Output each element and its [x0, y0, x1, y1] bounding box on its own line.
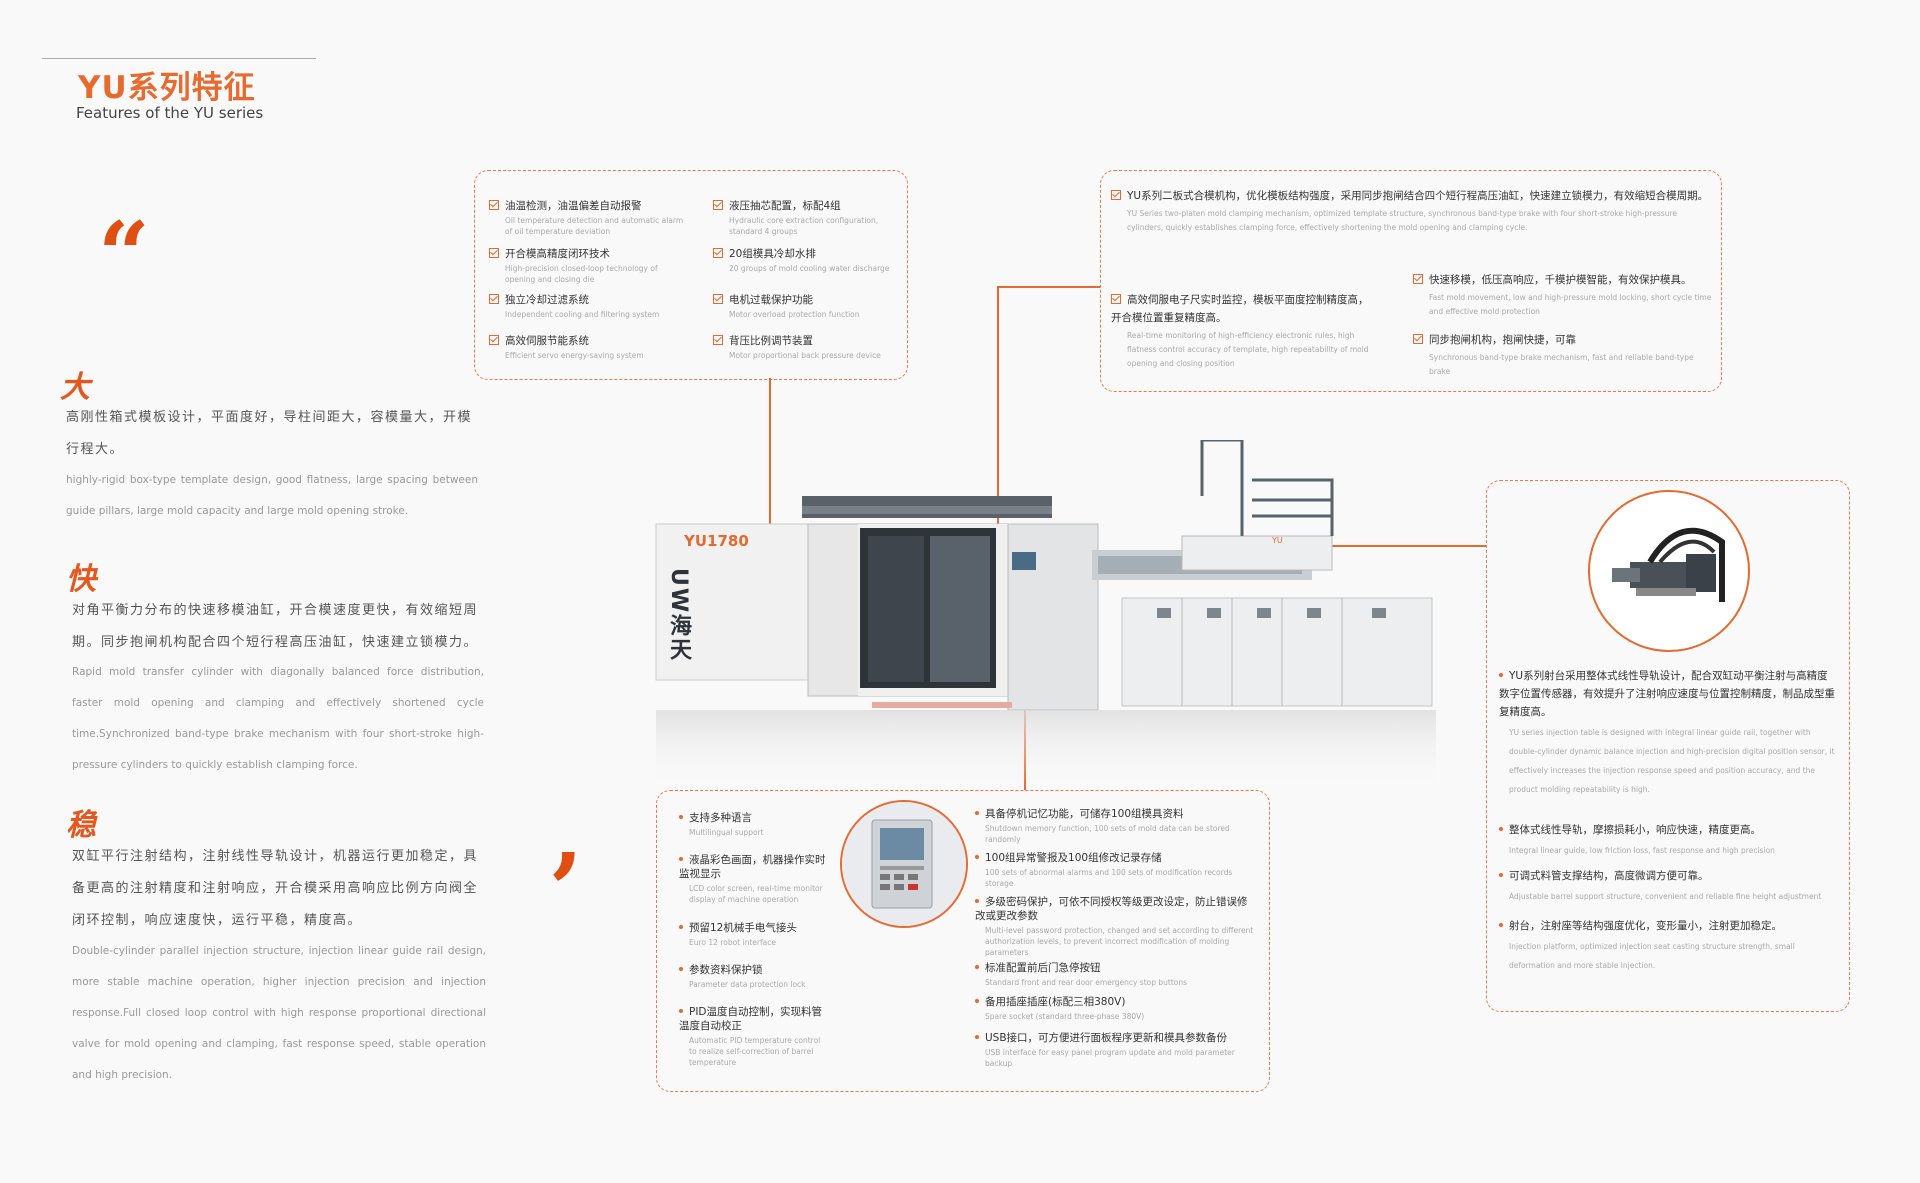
bullet-icon: [975, 965, 979, 969]
open-quote-icon: “: [98, 202, 150, 308]
list-item: 射台，注射座等结构强度优化，变形量小，注射更加稳定。Injection plat…: [1499, 917, 1837, 975]
injection-unit-image: [1588, 490, 1750, 652]
feature-char-fast: 快: [66, 562, 96, 597]
feature-char-stable: 稳: [66, 808, 96, 843]
page-subtitle: Features of the YU series: [76, 104, 264, 122]
check-icon: [489, 248, 499, 258]
bullet-icon: [1499, 873, 1503, 877]
bullet-icon: [1499, 923, 1503, 927]
feature-stable-cn: 双缸平行注射结构，注射线性导轨设计，机器运行更加稳定，具备更高的注射精度和注射响…: [72, 849, 479, 928]
bullet-icon: [679, 857, 683, 861]
feature-fast-en: Rapid mold transfer cylinder with diagon…: [72, 666, 484, 771]
list-item: YU系列二板式合模机构，优化模板结构强度，采用同步抱闸结合四个短行程高压油缸，快…: [1111, 187, 1711, 235]
brand-logo: UW海天: [666, 568, 691, 663]
control-panel-image: [840, 800, 968, 928]
bullet-icon: [975, 999, 979, 1003]
model-badge: YU1780: [684, 532, 749, 550]
check-icon: [1413, 274, 1423, 284]
check-icon: [489, 335, 499, 345]
check-icon: [713, 200, 723, 210]
bullet-icon: [975, 855, 979, 859]
list-item: 可调式料管支撑结构，高度微调方便可靠。Adjustable barrel sup…: [1499, 867, 1837, 906]
check-icon: [1111, 294, 1121, 304]
close-quote-icon: ,: [552, 782, 584, 888]
list-item: 整体式线性导轨，摩擦损耗小，响应快速，精度更高。Integral linear …: [1499, 821, 1837, 860]
check-icon: [489, 294, 499, 304]
list-item: YU系列射台采用整体式线性导轨设计，配合双缸动平衡注射与高精度数字位置传感器，有…: [1499, 670, 1835, 794]
connector-line: [997, 286, 999, 532]
connector-line: [1280, 545, 1486, 547]
callout-box-injection: YU系列射台采用整体式线性导轨设计，配合双缸动平衡注射与高精度数字位置传感器，有…: [1486, 480, 1850, 1012]
feature-fast-cn: 对角平衡力分布的快速移模油缸，开合模速度更快，有效缩短周期。同步抱闸机构配合四个…: [72, 603, 479, 650]
feature-stable-en: Double-cylinder parallel injection struc…: [72, 945, 486, 1081]
check-icon: [713, 335, 723, 345]
bullet-icon: [679, 967, 683, 971]
connector-line: [769, 378, 771, 598]
injection-molding-machine-image: YU1780 UW海天 YU: [652, 438, 1452, 790]
bullet-icon: [679, 925, 683, 929]
feature-char-big: 大: [60, 370, 90, 405]
feature-big-en: highly-rigid box-type template design, g…: [66, 474, 478, 517]
bullet-icon: [679, 815, 683, 819]
connector-line: [997, 286, 1100, 288]
feature-big-cn: 高刚性箱式模板设计，平面度好，导柱间距大，容模量大，开模行程大。: [66, 410, 473, 457]
bullet-icon: [1499, 827, 1503, 831]
check-icon: [1111, 190, 1121, 200]
page-title: YU系列特征: [78, 70, 256, 106]
callout-box-clamping: YU系列二板式合模机构，优化模板结构强度，采用同步抱闸结合四个短行程高压油缸，快…: [1100, 170, 1722, 392]
bullet-icon: [1499, 673, 1503, 677]
title-divider: [42, 58, 316, 59]
side-badge: YU: [1272, 536, 1283, 545]
bullet-icon: [975, 1035, 979, 1039]
check-icon: [489, 200, 499, 210]
check-icon: [1413, 334, 1423, 344]
check-icon: [713, 248, 723, 258]
bullet-icon: [679, 1009, 683, 1013]
list-item: 快速移模，低压高响应，千模护模智能，有效保护模具。Fast mold movem…: [1413, 271, 1713, 319]
list-item: 高效伺服电子尺实时监控，模板平面度控制精度高，开合模位置重复精度高。Real-t…: [1111, 294, 1369, 368]
bullet-icon: [975, 811, 979, 815]
check-icon: [713, 294, 723, 304]
bullet-icon: [975, 899, 979, 903]
list-item: 备用插座插座(标配三相380V)Spare socket (standard t…: [975, 995, 1257, 1022]
